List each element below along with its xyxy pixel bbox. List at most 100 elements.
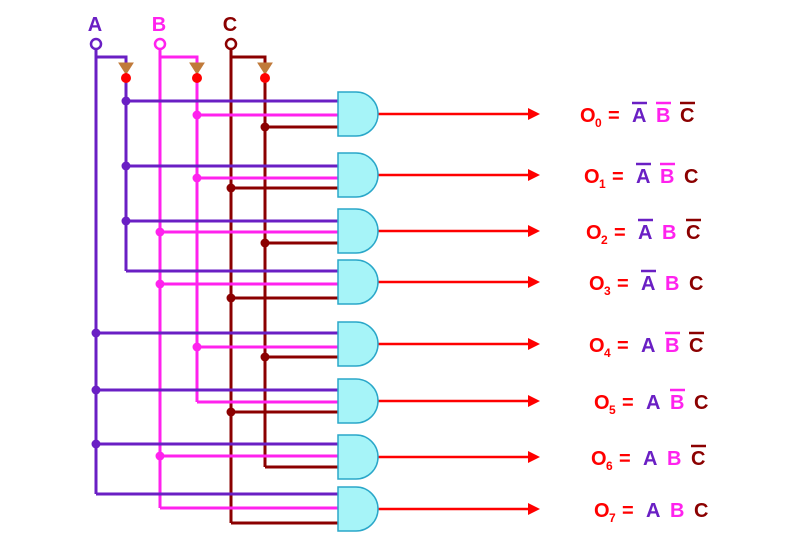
gates-layer xyxy=(89,37,379,532)
junction-dot xyxy=(192,342,202,352)
output-index: 4 xyxy=(604,346,611,360)
term-b: B xyxy=(665,273,679,295)
junction-dot xyxy=(91,439,101,449)
term-b: B xyxy=(670,500,684,522)
input-terminal-a xyxy=(89,37,103,51)
output-equals: = xyxy=(614,222,626,244)
junction-dot xyxy=(226,293,236,303)
junction-dot xyxy=(155,451,165,461)
not-bubble-b xyxy=(192,73,202,83)
output-arrow-3 xyxy=(528,276,540,288)
output-index: 2 xyxy=(601,233,608,247)
term-b: B xyxy=(656,105,670,127)
output-arrow-7 xyxy=(528,503,540,515)
junction-dot xyxy=(192,173,202,183)
output-name: O xyxy=(594,500,610,522)
and-gate-7 xyxy=(337,486,379,532)
junction-dot xyxy=(121,216,131,226)
output-equals: = xyxy=(617,273,629,295)
junction-dot xyxy=(91,385,101,395)
output-index: 0 xyxy=(595,116,602,130)
term-a: A xyxy=(646,392,660,414)
and-gate-2 xyxy=(337,208,379,254)
term-a: A xyxy=(638,222,652,244)
term-c: C xyxy=(694,500,708,522)
term-c: C xyxy=(691,448,705,470)
output-name: O xyxy=(594,392,610,414)
term-c: C xyxy=(680,105,694,127)
output-arrow-0 xyxy=(528,108,540,120)
junction-dot xyxy=(260,238,270,248)
junction-dot xyxy=(155,279,165,289)
junction-dot xyxy=(226,407,236,417)
and-gate-6 xyxy=(337,434,379,480)
not-gate-c xyxy=(257,62,273,75)
term-a: A xyxy=(636,166,650,188)
term-b: B xyxy=(667,448,681,470)
output-equals: = xyxy=(617,335,629,357)
output-equals: = xyxy=(622,392,634,414)
input-terminal-c xyxy=(224,37,238,51)
term-a: A xyxy=(643,448,657,470)
term-b: B xyxy=(670,392,684,414)
output-arrow-2 xyxy=(528,225,540,237)
output-arrow-1 xyxy=(528,169,540,181)
input-label-c: C xyxy=(223,14,237,36)
output-index: 3 xyxy=(604,284,611,298)
output-equals: = xyxy=(612,166,624,188)
junction-dot xyxy=(121,161,131,171)
output-name: O xyxy=(586,222,602,244)
output-index: 6 xyxy=(606,459,613,473)
junction-dot xyxy=(226,183,236,193)
output-equals: = xyxy=(619,448,631,470)
junction-dot xyxy=(192,110,202,120)
not-gate-b xyxy=(189,62,205,75)
output-equals: = xyxy=(622,500,634,522)
term-a: A xyxy=(641,273,655,295)
junction-dot xyxy=(260,352,270,362)
output-name: O xyxy=(591,448,607,470)
term-a: A xyxy=(632,105,646,127)
output-name: O xyxy=(589,335,605,357)
term-c: C xyxy=(686,222,700,244)
term-a: A xyxy=(646,500,660,522)
input-label-a: A xyxy=(88,14,102,36)
output-name: O xyxy=(580,105,596,127)
junction-dot xyxy=(155,227,165,237)
not-gate-a xyxy=(118,62,134,75)
output-name: O xyxy=(584,166,600,188)
output-arrow-4 xyxy=(528,338,540,350)
output-equals: = xyxy=(608,105,620,127)
output-index: 5 xyxy=(609,403,616,417)
not-bubble-a xyxy=(121,73,131,83)
term-b: B xyxy=(665,335,679,357)
term-c: C xyxy=(689,335,703,357)
and-gate-3 xyxy=(337,259,379,305)
and-gate-5 xyxy=(337,378,379,424)
junction-dot xyxy=(260,122,270,132)
term-c: C xyxy=(689,273,703,295)
output-index: 7 xyxy=(609,511,616,525)
junction-dot xyxy=(121,96,131,106)
and-gate-1 xyxy=(337,152,379,198)
input-terminal-b xyxy=(153,37,167,51)
output-arrow-5 xyxy=(528,395,540,407)
input-label-b: B xyxy=(152,14,166,36)
term-c: C xyxy=(694,392,708,414)
and-gate-0 xyxy=(337,91,379,137)
term-b: B xyxy=(660,166,674,188)
wires-layer xyxy=(91,49,540,525)
not-bubble-c xyxy=(260,73,270,83)
output-index: 1 xyxy=(599,177,606,191)
term-c: C xyxy=(684,166,698,188)
